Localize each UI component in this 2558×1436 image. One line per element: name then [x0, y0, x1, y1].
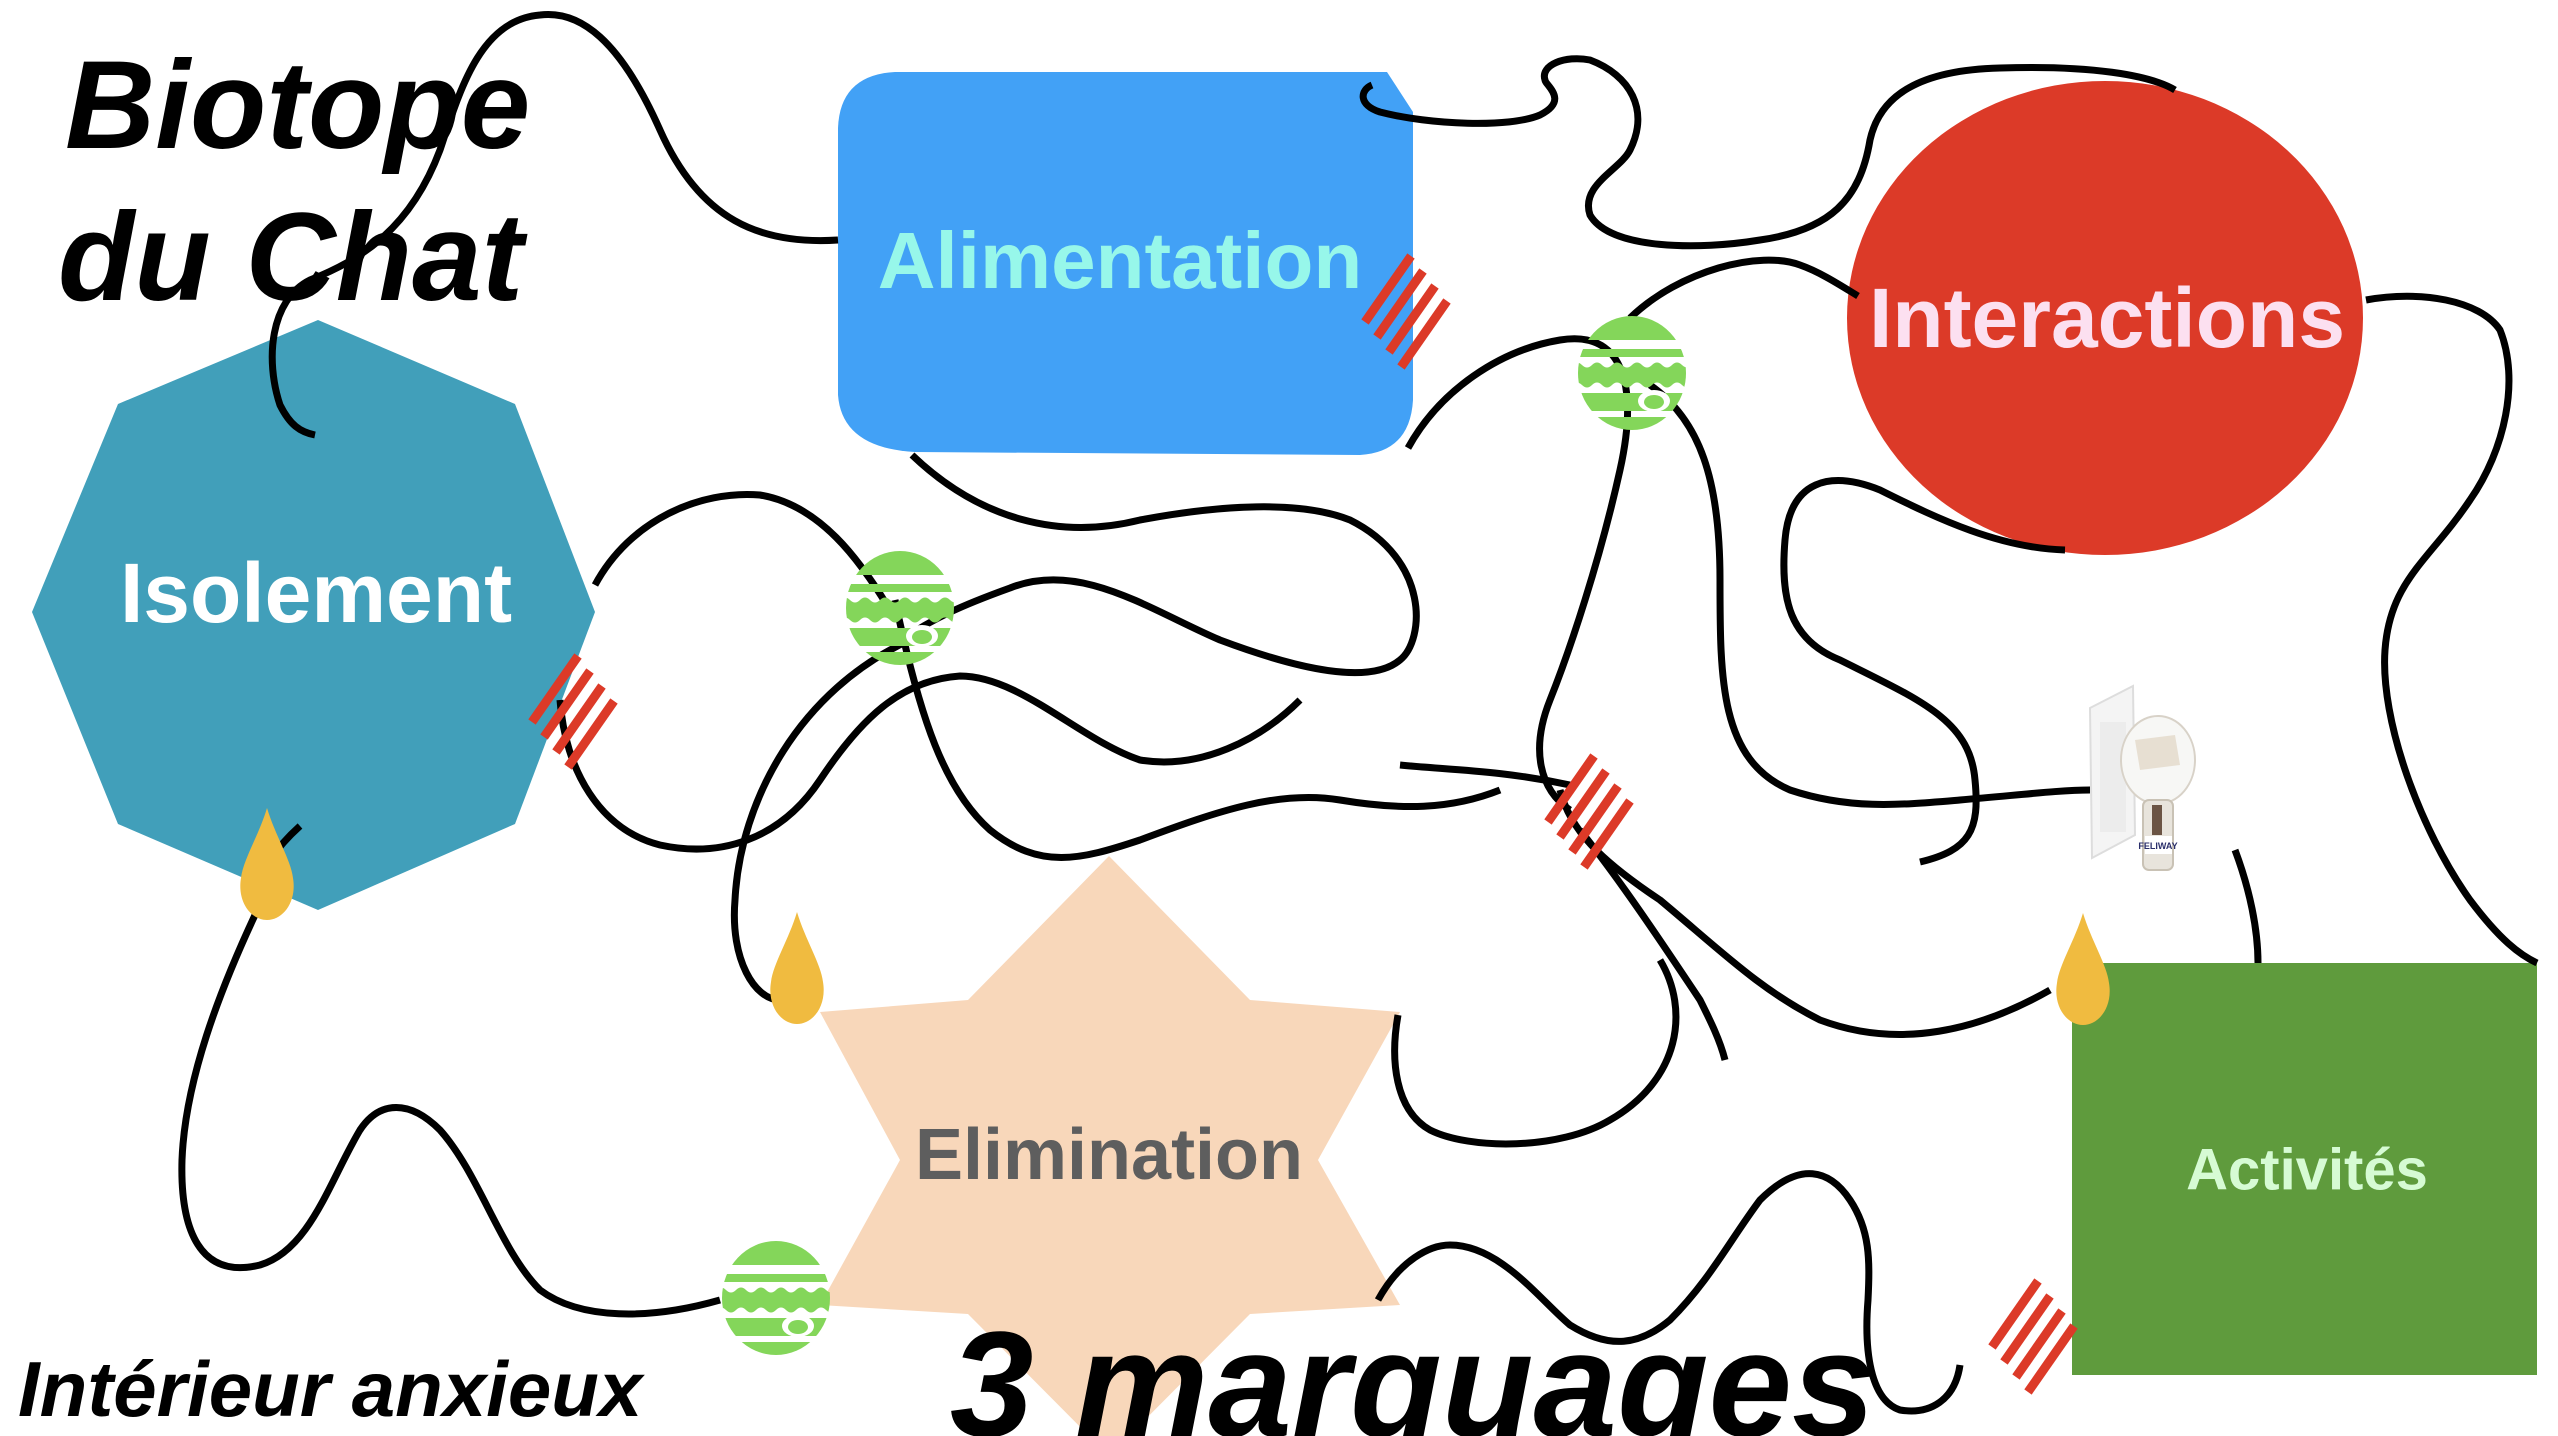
- node-elimination: Elimination: [820, 856, 1400, 1436]
- isolement-label: Isolement: [120, 546, 512, 640]
- curve-alimentation-interactions-top: [1359, 55, 2177, 250]
- curve-star-right-loop: [1391, 958, 1680, 1148]
- diffuser-liquid: [2152, 805, 2162, 835]
- curve-hatch-mid-down: [1577, 827, 1729, 1061]
- curve-egg-feliway: [1647, 382, 2091, 808]
- curve-interactions-activites: [2365, 292, 2539, 967]
- urine-drop-icon: [2056, 913, 2110, 1025]
- isolement-shape: [32, 320, 595, 910]
- curve-isolement-egg-bottom: [178, 913, 721, 1318]
- curve-star-activites-wave: [1374, 1170, 1964, 1415]
- curve-isolement-loop: [556, 672, 1303, 853]
- alimentation-label: Alimentation: [878, 216, 1362, 305]
- page-title-line1: Biotope: [65, 36, 530, 175]
- curve-feliway-activites: [2231, 848, 2262, 964]
- interactions-shape: [1847, 81, 2363, 555]
- diffuser-label-bg: [2145, 836, 2172, 854]
- node-isolement: Isolement: [32, 320, 595, 910]
- subtitle-interieur-anxieux: Intérieur anxieux: [18, 1345, 646, 1433]
- curve-isolement-egg: [591, 490, 894, 612]
- node-interactions: Interactions: [1847, 81, 2363, 555]
- interactions-label: Interactions: [1869, 271, 2345, 365]
- feliway-brand: FELIWAY: [2138, 841, 2177, 851]
- socket-inner: [2100, 722, 2126, 832]
- alimentation-shape: [838, 72, 1413, 455]
- page-title-line2: du Chat: [58, 188, 528, 327]
- subtitle-3-marquages: 3 marquages: [950, 1300, 1875, 1436]
- curve-alimentation-egg-interactions: [1404, 335, 1631, 813]
- connection-curves: [178, 10, 2539, 1415]
- elimination-label: Elimination: [915, 1115, 1303, 1195]
- diffuser-vent: [2135, 735, 2180, 770]
- scratch-marking-icon: [1548, 756, 1630, 867]
- feliway-diffuser: FELIWAY: [2088, 684, 2196, 871]
- node-alimentation: Alimentation: [838, 72, 1413, 455]
- facial-marking-icon: [716, 1238, 836, 1362]
- curve-hatch-mid-activites: [1556, 789, 2052, 1038]
- elimination-shape: [820, 856, 1400, 1436]
- scratch-marking-icon: [1992, 1281, 2074, 1392]
- curve-egg-down-right: [891, 599, 1502, 861]
- curve-hatch-mid-feliway: [1399, 761, 1571, 789]
- curve-alimentation-bottom-loop: [899, 452, 1420, 677]
- activites-shape: [2072, 963, 2537, 1375]
- curve-egg-elimination: [730, 636, 912, 1004]
- activites-label: Activités: [2186, 1137, 2428, 1202]
- urine-drop-icon: [770, 912, 824, 1024]
- node-activites: Activités: [2072, 963, 2537, 1375]
- facial-marking-icon: [1572, 313, 1692, 437]
- curve-title-alimentation: [268, 10, 839, 439]
- curve-egg-interactions: [1627, 256, 1860, 321]
- curve-interactions-feliway: [1780, 477, 2066, 866]
